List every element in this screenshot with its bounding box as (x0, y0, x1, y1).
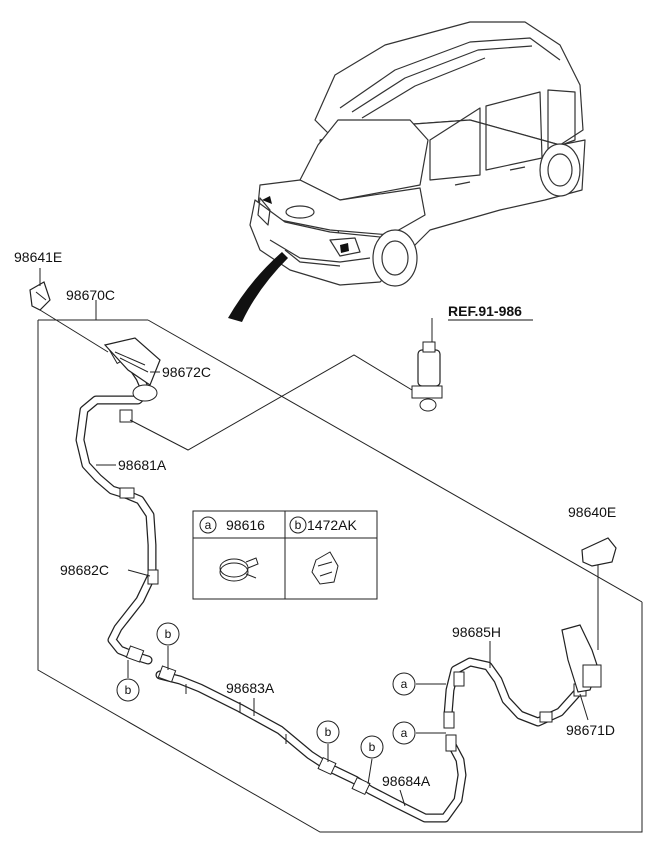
label-98671D: 98671D (566, 722, 615, 738)
label-98681A: 98681A (118, 457, 167, 473)
callout-a: a (401, 726, 408, 740)
label-98672C: 98672C (162, 364, 211, 380)
label-98682C: 98682C (60, 562, 109, 578)
washer-motor-ref (411, 318, 443, 412)
cap-98640E (581, 537, 617, 567)
label-98670C: 98670C (66, 287, 115, 303)
hose-clamp-icon (219, 557, 259, 582)
leader-lines (39, 268, 589, 807)
vehicle-illustration (228, 21, 586, 322)
connector-98672C (103, 337, 161, 402)
reference-label: REF.91-986 (448, 303, 522, 319)
nozzle-98641E (29, 281, 51, 311)
label-98683A: 98683A (226, 680, 275, 696)
label-98685H: 98685H (452, 624, 501, 640)
callout-a: a (401, 677, 408, 691)
legend-b-letter: b (295, 518, 302, 532)
legend-a-letter: a (205, 518, 212, 532)
callout-b: b (125, 683, 132, 697)
callout-b: b (165, 627, 172, 641)
clip-legend-table: a 98616 b 1472AK (192, 510, 378, 600)
nozzle-98671D (561, 562, 602, 693)
pointer-arrow (228, 252, 288, 322)
label-98684A: 98684A (382, 773, 431, 789)
callout-b: b (369, 740, 376, 754)
legend-b-part: 1472AK (307, 517, 357, 533)
part-labels: 98641E 98670C 98672C 98681A 98682C 98683… (14, 249, 616, 789)
label-98641E: 98641E (14, 249, 62, 265)
callout-b: b (325, 725, 332, 739)
hose-clip-icon (311, 551, 339, 585)
legend-a-part: 98616 (226, 517, 265, 533)
callouts: b b b b a a (116, 622, 416, 759)
label-98640E: 98640E (568, 504, 616, 520)
